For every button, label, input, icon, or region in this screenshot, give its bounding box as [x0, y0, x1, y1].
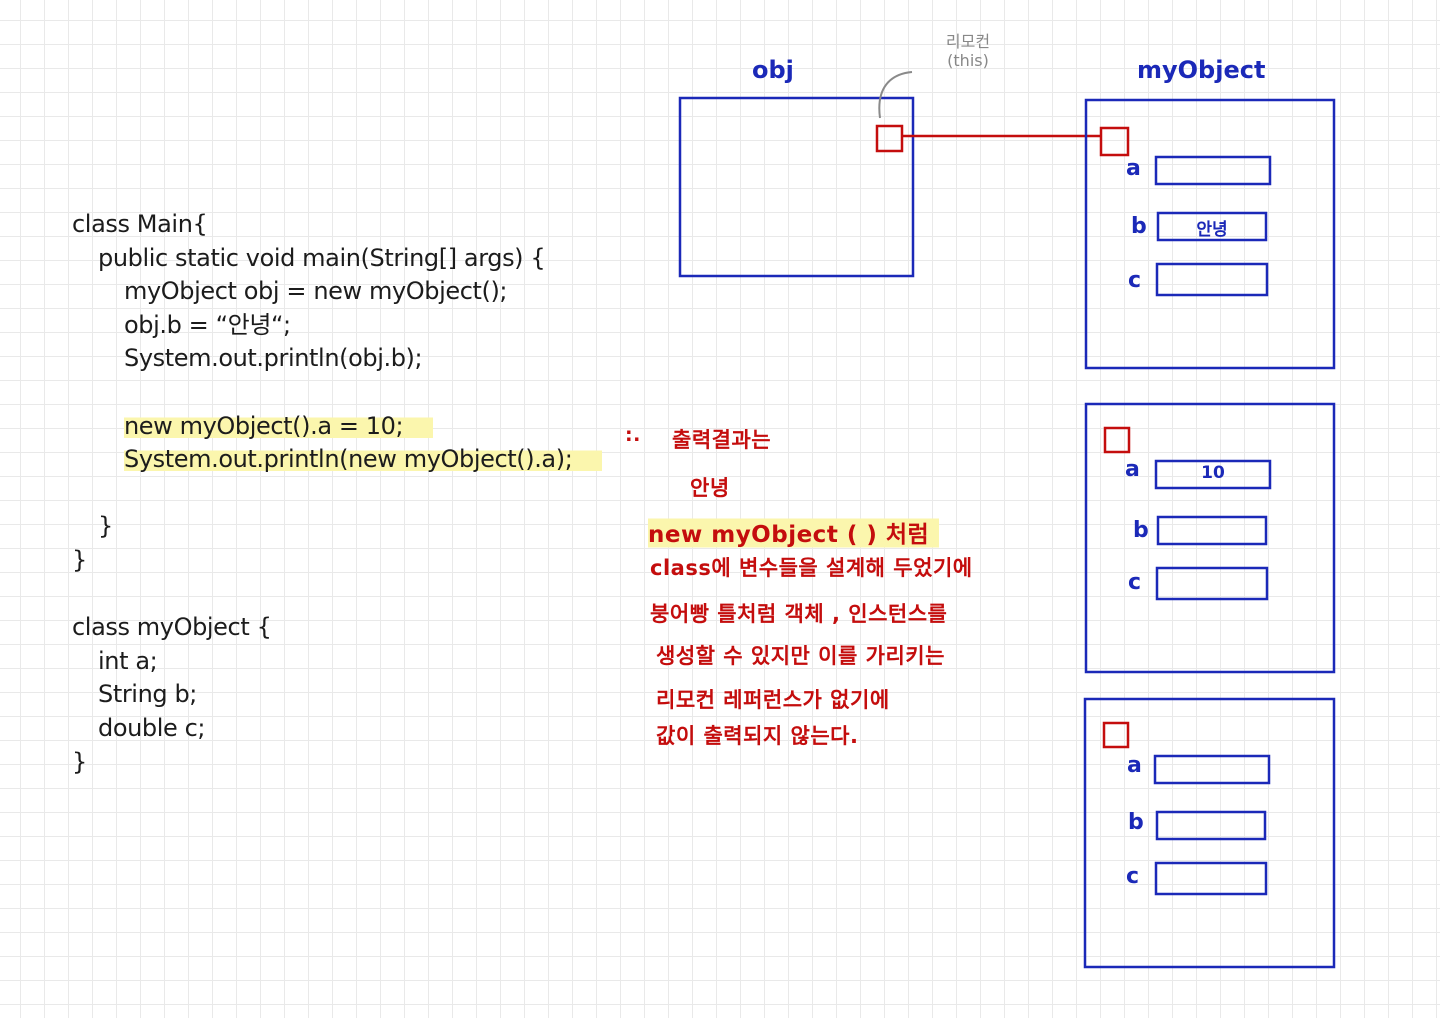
field-b-label: b — [1131, 214, 1147, 239]
code-line-highlighted: System.out.println(new myObject().a); — [72, 443, 603, 477]
myobject-label: myObject — [1137, 56, 1266, 84]
object-3-this-square — [1102, 721, 1130, 749]
code-line: public static void main(String[] args) { — [98, 243, 546, 272]
obj-label: obj — [752, 56, 794, 84]
field-a-label: a — [1127, 753, 1142, 778]
code-line: myObject obj = new myObject(); — [124, 277, 508, 306]
remote-note: 리모컨 (this) — [928, 32, 1008, 70]
code-line: String b; — [98, 680, 197, 709]
note-line: 출력결과는 — [672, 428, 772, 452]
code-line: } — [72, 545, 87, 574]
code-line: int a; — [98, 646, 158, 675]
code-line-highlighted: new myObject().a = 10; — [72, 410, 602, 444]
code-line: } — [72, 747, 87, 776]
object-2-a-value: 10 — [1201, 463, 1225, 483]
object-2-this-square — [1103, 426, 1131, 454]
remote-note-pointer — [878, 71, 913, 119]
obj-pointer-square — [875, 124, 904, 153]
code-block: class Main{ public static void main(Stri… — [72, 208, 603, 779]
note-line-highlighted: new myObject ( ) 처럼 — [648, 515, 940, 549]
code-line: obj.b = “안녕“; — [124, 310, 291, 339]
object-1-field-c — [1155, 262, 1269, 297]
object-2-field-b — [1156, 515, 1268, 546]
code-line-text: new myObject().a = 10; — [124, 411, 434, 440]
code-line: double c; — [98, 713, 206, 742]
remote-note-line: (this) — [947, 51, 989, 70]
code-line: } — [98, 512, 113, 541]
object-instance-3 — [1083, 697, 1336, 969]
field-c-label: c — [1128, 570, 1142, 595]
field-c-label: c — [1128, 268, 1142, 293]
field-c-label: c — [1126, 864, 1140, 889]
obj-reference-box — [678, 96, 915, 278]
therefore-symbol: :. — [625, 424, 641, 446]
code-line — [72, 376, 602, 410]
field-a-label: a — [1125, 457, 1140, 482]
code-line — [72, 578, 602, 612]
object-1-field-a — [1154, 155, 1272, 186]
object-3-field-b — [1155, 810, 1267, 841]
code-line: class Main{ — [72, 210, 208, 238]
code-line-text: System.out.println(new myObject().a); — [124, 445, 603, 474]
code-line — [72, 477, 602, 511]
object-2-field-c — [1155, 566, 1269, 601]
note-line: 값이 출력되지 않는다. — [656, 724, 859, 748]
note-line: 리모컨 레퍼런스가 없기에 — [656, 688, 890, 712]
note-line: 붕어빵 틀처럼 객체 , 인스턴스를 — [650, 602, 948, 626]
note-line: 안녕 — [690, 476, 730, 500]
code-line: class myObject { — [72, 613, 272, 642]
field-b-label: b — [1128, 810, 1144, 835]
object-1-b-value: 안녕 — [1196, 220, 1228, 240]
object-3-field-c — [1154, 861, 1268, 896]
note-line: class에 변수들을 설계해 두었기에 — [650, 556, 973, 580]
field-b-label: b — [1133, 518, 1149, 543]
object-instance-2 — [1084, 402, 1336, 674]
object-3-field-a — [1153, 754, 1271, 785]
object-1-this-square — [1099, 126, 1130, 157]
field-a-label: a — [1126, 156, 1141, 181]
code-line: System.out.println(obj.b); — [124, 344, 423, 373]
note-line: 생성할 수 있지만 이를 가리키는 — [656, 644, 945, 668]
remote-note-line: 리모컨 — [945, 32, 991, 51]
